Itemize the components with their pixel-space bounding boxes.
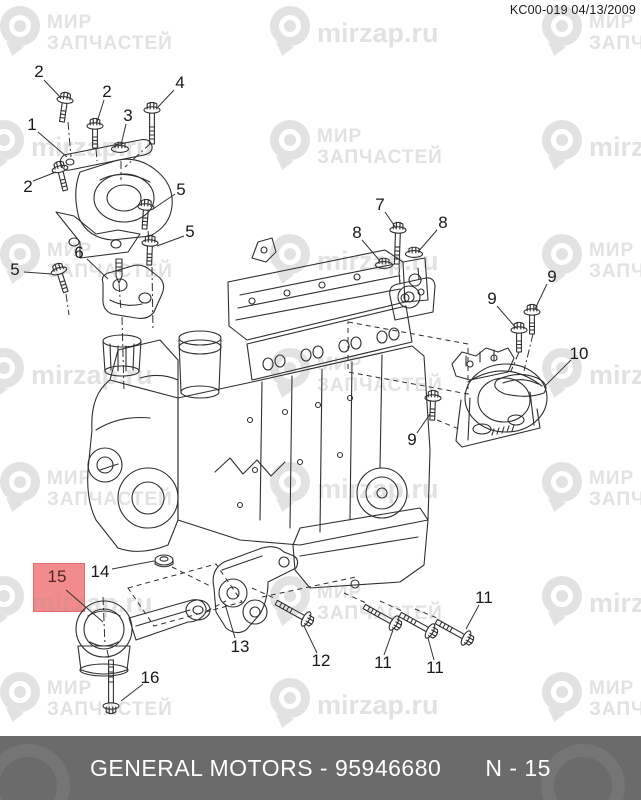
transmission (87, 339, 179, 552)
cylinder-head (246, 305, 413, 381)
leader-line-8 (417, 229, 438, 253)
bolt-11a (360, 600, 404, 634)
bolt-9a (511, 322, 527, 352)
oil-pan (292, 507, 429, 589)
bolt-2a (54, 91, 74, 123)
leader-line-6 (86, 258, 109, 280)
callout-number-5: 5 (10, 260, 20, 279)
right-engine-mount-part10 (451, 347, 548, 448)
watermark-ghost-circle (541, 744, 625, 800)
callout-number-8: 8 (438, 213, 448, 232)
leader-line-5 (23, 271, 53, 275)
callout-number-11: 11 (374, 653, 392, 672)
engine-assembly (87, 237, 436, 589)
leader-line-3 (120, 123, 127, 146)
callout-number-2: 2 (23, 177, 33, 196)
callout-number-3: 3 (123, 106, 133, 125)
callout-number-4: 4 (175, 73, 185, 92)
valve-cover (227, 237, 429, 341)
callout-number-5: 5 (176, 180, 186, 199)
bolt-5c (49, 261, 73, 294)
callout-number-6: 6 (74, 243, 84, 262)
mount-bracket-part6 (101, 258, 165, 319)
crank-pulley (356, 467, 408, 519)
callout-number-10: 10 (569, 344, 589, 363)
footer-bar: GENERAL MOTORS - 95946680 N - 15 (0, 736, 641, 800)
left-engine-mount-part1 (55, 139, 173, 259)
bolt-11b (396, 608, 440, 642)
callout-number-8: 8 (352, 223, 362, 242)
leader-line-9 (416, 413, 431, 434)
torque-strut-part15 (75, 599, 211, 677)
callout-number-7: 7 (375, 195, 385, 214)
leader-line-5 (156, 235, 185, 247)
leader-line-13 (224, 603, 236, 639)
callout-number-9: 9 (407, 430, 417, 449)
leader-line-11 (427, 637, 435, 661)
leader-line-5 (152, 193, 176, 210)
leader-line-8 (361, 239, 381, 262)
nut-8a (374, 257, 394, 269)
leader-line-12 (303, 625, 318, 654)
lower-bracket-part13 (212, 546, 299, 634)
leader-line-2 (96, 99, 105, 123)
callout-number-12: 12 (311, 651, 331, 670)
oil-filter (102, 334, 142, 377)
leader-line-9 (496, 305, 517, 329)
leader-line-15 (65, 589, 104, 623)
leader-line-2 (32, 171, 57, 182)
bolt-4 (144, 102, 160, 144)
callout-number-14: 14 (90, 562, 110, 581)
leader-line-1 (37, 131, 68, 158)
leader-line-9 (534, 283, 548, 310)
callout-number-11: 11 (475, 588, 493, 607)
oil-filler-neck (178, 330, 222, 399)
bolt-2b (87, 118, 103, 148)
callout-number-2: 2 (34, 62, 44, 81)
watermark-ghost-circle (0, 744, 70, 800)
callout-number-5: 5 (185, 222, 195, 241)
leader-line-14 (111, 560, 155, 570)
leader-line-11 (465, 604, 480, 630)
callout-leader-lines (23, 79, 572, 702)
leader-line-7 (384, 211, 397, 229)
bolt-5b (141, 235, 158, 265)
selected-part-highlight-box (33, 563, 85, 612)
callout-number-9: 9 (487, 289, 497, 308)
engine-block (177, 345, 431, 546)
bolt-16 (103, 660, 119, 714)
bolt-11c (432, 615, 476, 649)
nut-8b (404, 246, 424, 258)
callout-number-9: 9 (547, 267, 557, 286)
callout-number-16: 16 (140, 668, 160, 687)
washer-part14 (154, 554, 174, 568)
leader-line-11 (383, 629, 394, 656)
bolt-12 (272, 596, 316, 630)
oil-cap (397, 285, 421, 309)
footer-part-number: GENERAL MOTORS - 95946680 (90, 754, 442, 781)
leader-line-2 (43, 79, 62, 99)
callout-number-1: 1 (27, 115, 37, 134)
leader-line-10 (545, 359, 572, 386)
dashed-alignment-lines (65, 121, 534, 660)
footer-page-reference: N - 15 (485, 754, 551, 781)
callout-number-11: 11 (426, 658, 444, 677)
callout-number-13: 13 (230, 637, 250, 656)
callout-number-15: 15 (47, 567, 67, 586)
leader-line-16 (120, 683, 144, 702)
leader-line-4 (157, 89, 175, 108)
callout-number-2: 2 (102, 82, 112, 101)
